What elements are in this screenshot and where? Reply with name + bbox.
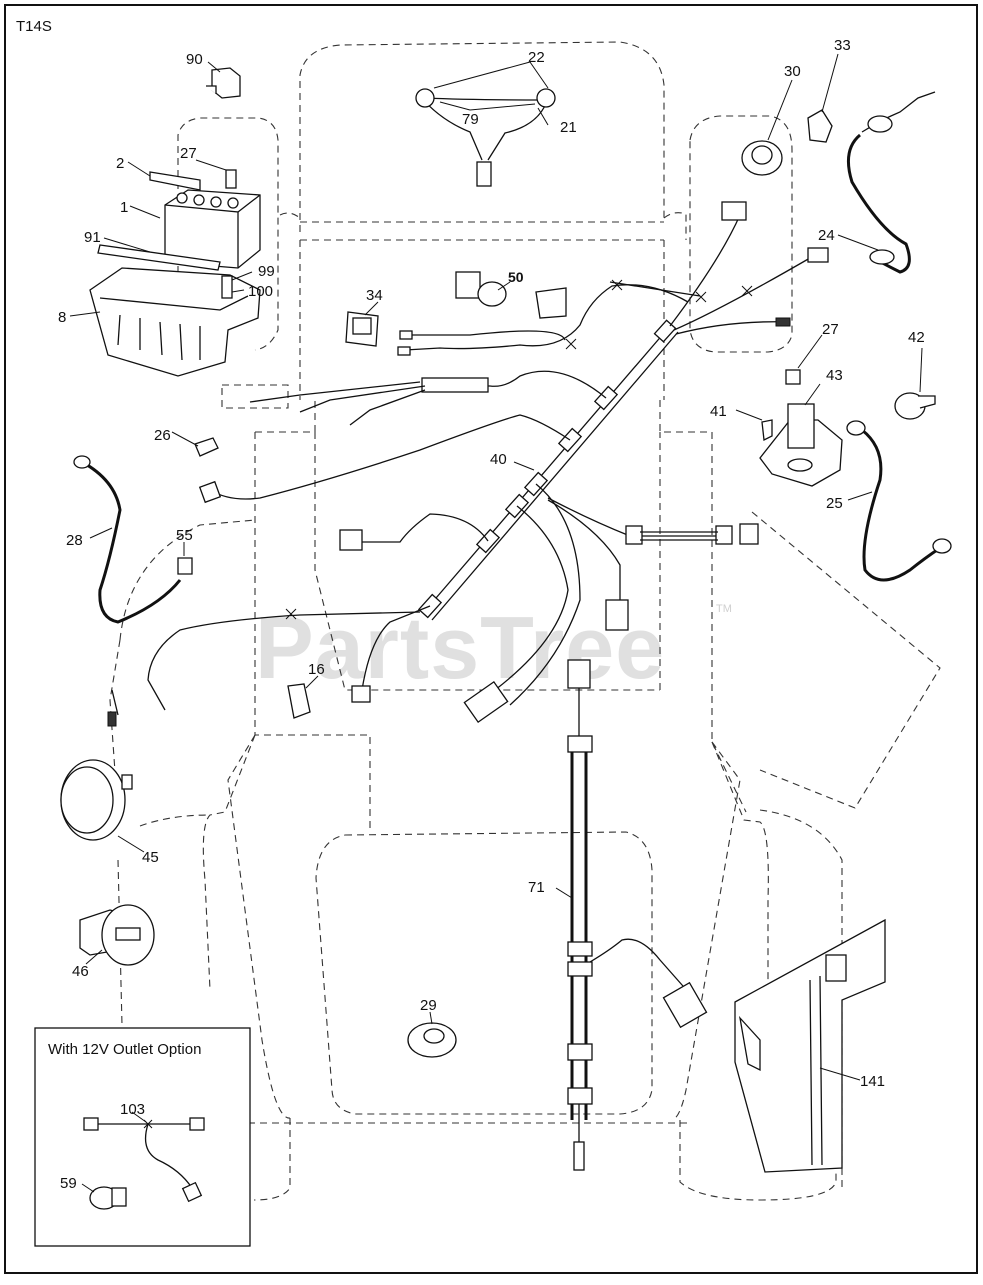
callout-50: 50 xyxy=(508,269,524,285)
callout-141: 141 xyxy=(860,1073,885,1090)
callout-46: 46 xyxy=(72,963,89,980)
hour-meter-46 xyxy=(79,904,155,966)
callout-24: 24 xyxy=(818,227,835,244)
callout-30: 30 xyxy=(784,63,801,80)
callout-26: 26 xyxy=(154,427,171,444)
headlight-harness xyxy=(415,88,556,187)
harness-71 xyxy=(567,659,708,1171)
callout-1: 1 xyxy=(120,199,128,216)
callout-25: 25 xyxy=(826,495,843,512)
callout-16: 16 xyxy=(308,661,325,678)
inset-title: With 12V Outlet Option xyxy=(48,1041,201,1058)
callout-21: 21 xyxy=(560,119,577,136)
callout-71: 71 xyxy=(528,879,545,896)
callout-33: 33 xyxy=(834,37,851,54)
callout-99: 99 xyxy=(258,263,275,280)
part-26-shape xyxy=(194,437,219,457)
callout-labels: 90 22 33 30 21 79 27 2 1 91 99 100 8 24 … xyxy=(58,37,925,1192)
callout-34: 34 xyxy=(366,287,383,304)
callout-28: 28 xyxy=(66,532,83,549)
callout-103: 103 xyxy=(120,1101,145,1118)
callout-22: 22 xyxy=(528,49,545,66)
switches xyxy=(345,271,567,347)
callout-41: 41 xyxy=(710,403,727,420)
callout-27-top: 27 xyxy=(180,145,197,162)
callout-27-right: 27 xyxy=(822,321,839,338)
bracket-141 xyxy=(734,918,886,1173)
leader-lines xyxy=(69,53,923,1193)
callout-59: 59 xyxy=(60,1175,77,1192)
part-16-shape xyxy=(287,683,311,719)
part-90 xyxy=(206,67,241,99)
solenoid-assembly xyxy=(759,369,843,487)
main-harness xyxy=(147,201,829,724)
tractor-outline xyxy=(109,41,941,1201)
watermark: PartsTree xyxy=(255,598,665,697)
cable-28 xyxy=(81,460,182,624)
callout-55: 55 xyxy=(176,527,193,544)
watermark-tm: TM xyxy=(716,603,732,615)
cable-24 xyxy=(846,91,936,274)
callout-43: 43 xyxy=(826,367,843,384)
callout-8: 8 xyxy=(58,309,66,326)
outer-border xyxy=(4,4,978,1274)
callout-79: 79 xyxy=(462,111,479,128)
x-marks xyxy=(143,279,753,1129)
callout-29: 29 xyxy=(420,997,437,1014)
inset-12v-outlet: With 12V Outlet Option xyxy=(34,1027,251,1247)
cable-25 xyxy=(861,428,941,582)
callout-90: 90 xyxy=(186,51,203,68)
callout-40: 40 xyxy=(490,451,507,468)
battery-assembly xyxy=(89,169,261,377)
callout-91: 91 xyxy=(84,229,101,246)
gauge-45 xyxy=(60,759,133,841)
ignition-parts xyxy=(741,109,833,176)
callout-100: 100 xyxy=(248,283,273,300)
callout-2: 2 xyxy=(116,155,124,172)
callout-45: 45 xyxy=(142,849,159,866)
diagram-code: T14S xyxy=(16,18,52,35)
callout-42: 42 xyxy=(908,329,925,346)
